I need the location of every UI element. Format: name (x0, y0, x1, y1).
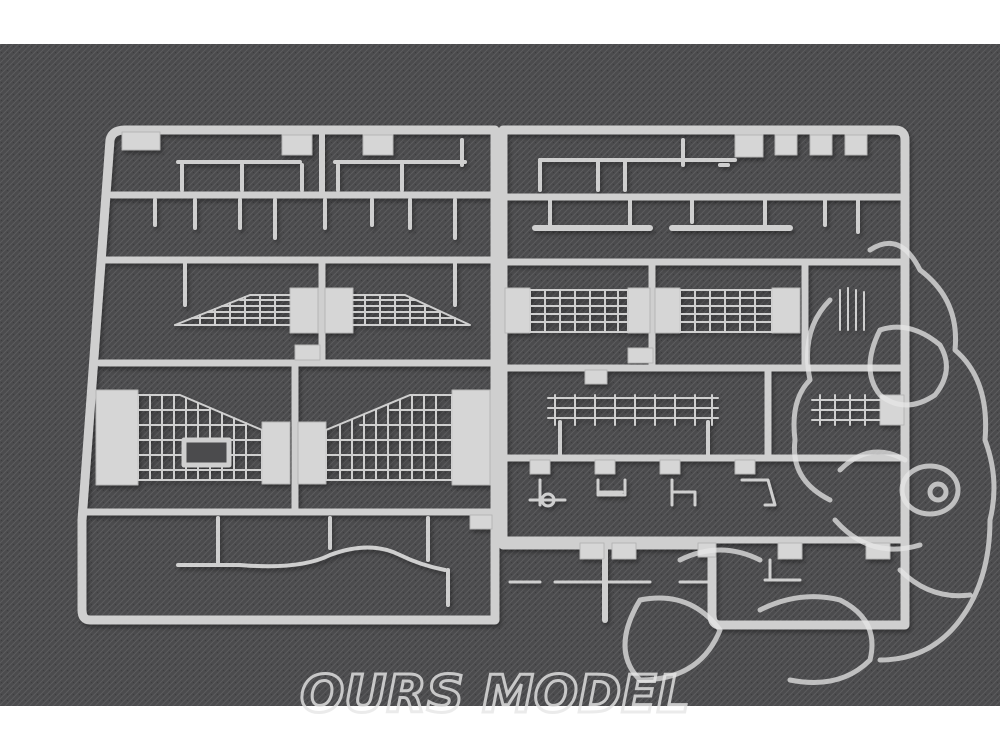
sprue-frame (77, 125, 910, 630)
cartoon-mascot-logo (622, 240, 997, 685)
watermark-text: OURS MODEL (300, 665, 690, 725)
bottom-border (0, 706, 1000, 750)
